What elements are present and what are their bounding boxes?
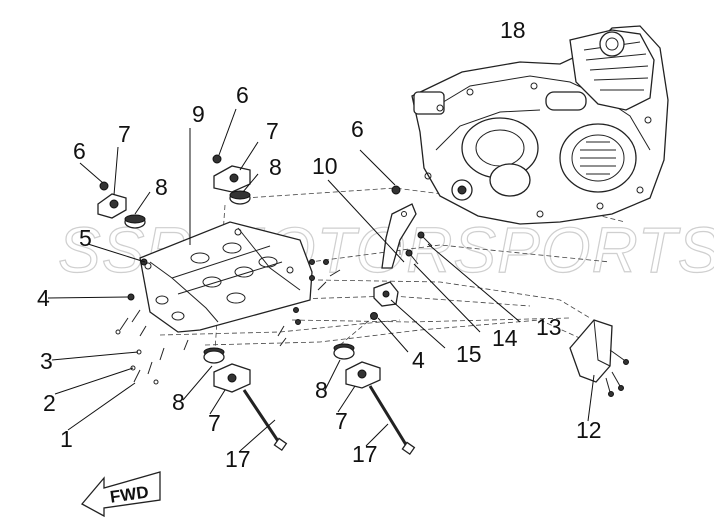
rear-bolts xyxy=(405,231,433,265)
callout-number: 17 xyxy=(352,441,378,467)
callout-number: 8 xyxy=(269,154,282,180)
forward-direction-arrow: FWD xyxy=(80,471,161,518)
leader-line xyxy=(182,365,213,401)
callout-number: 3 xyxy=(40,348,53,374)
leader-line xyxy=(390,299,446,349)
callout-number: 9 xyxy=(192,101,205,127)
leader-line xyxy=(79,162,104,184)
callout-number: 17 xyxy=(225,446,251,472)
leader-line xyxy=(134,191,151,215)
mount-rear-right xyxy=(333,343,416,456)
leader-line xyxy=(209,389,226,415)
callout-number: 6 xyxy=(73,138,86,164)
engine-assembly xyxy=(411,25,669,225)
leader-line xyxy=(427,243,521,323)
leader-line xyxy=(337,385,356,413)
callout-number: 6 xyxy=(351,116,364,142)
callout-number: 8 xyxy=(172,389,185,415)
callout-number: 7 xyxy=(335,408,348,434)
rear-small-mount xyxy=(370,281,399,320)
callout-number: 4 xyxy=(37,285,50,311)
callout-number: 18 xyxy=(500,17,526,43)
callout-number: 15 xyxy=(456,341,482,367)
mount-front-right xyxy=(212,154,251,205)
fwd-label: FWD xyxy=(109,482,150,506)
callout-number: 8 xyxy=(315,377,328,403)
center-fasteners xyxy=(277,259,341,347)
callout-number: 8 xyxy=(155,174,168,200)
leader-line xyxy=(54,367,134,395)
left-fasteners xyxy=(115,258,189,385)
callout-number: 6 xyxy=(236,82,249,108)
leader-line xyxy=(377,317,409,353)
callout-number: 14 xyxy=(492,325,518,351)
mount-rear-left xyxy=(203,347,288,452)
callout-number: 7 xyxy=(208,410,221,436)
leader-line xyxy=(242,173,259,193)
callout-number: 12 xyxy=(576,417,602,443)
leader-line xyxy=(67,382,136,431)
leader-line xyxy=(218,108,237,156)
leader-line xyxy=(113,146,119,196)
leader-line xyxy=(365,423,389,447)
callout-number: 1 xyxy=(60,426,73,452)
callout-number: 7 xyxy=(266,118,279,144)
leader-line xyxy=(51,351,139,361)
mount-front-left xyxy=(97,181,146,229)
leader-line xyxy=(413,263,481,333)
leader-lines xyxy=(47,108,595,452)
callout-number: 2 xyxy=(43,390,56,416)
skid-plate xyxy=(139,221,313,333)
leader-line xyxy=(47,296,129,299)
callout-number: 10 xyxy=(312,153,338,179)
callout-number: 4 xyxy=(412,347,425,373)
leader-line xyxy=(359,149,396,186)
leader-line xyxy=(327,179,405,263)
leader-line xyxy=(239,141,259,171)
callout-number: 7 xyxy=(118,121,131,147)
leader-line xyxy=(239,419,276,452)
leader-line xyxy=(587,374,595,422)
callout-number: 13 xyxy=(536,314,562,340)
leader-line xyxy=(324,359,341,391)
callout-number: 5 xyxy=(79,225,92,251)
side-bracket xyxy=(569,319,629,397)
leader-line xyxy=(87,243,146,263)
